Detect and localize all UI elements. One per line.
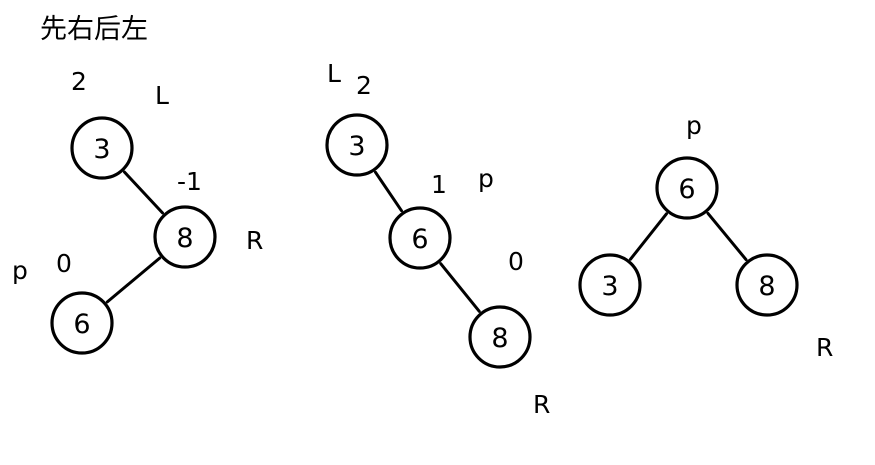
label-b-R: R bbox=[533, 390, 550, 419]
node-value: 3 bbox=[601, 271, 618, 302]
label-b-bf-8: 0 bbox=[508, 247, 524, 276]
edge-a3-a8 bbox=[123, 170, 164, 215]
tree-node-c8: 8 bbox=[735, 253, 799, 317]
edges-layer bbox=[105, 170, 748, 313]
label-c-R: R bbox=[816, 333, 833, 362]
tree-node-b8: 8 bbox=[468, 305, 532, 369]
node-circle bbox=[70, 116, 134, 180]
node-value: 3 bbox=[93, 134, 110, 165]
node-circle bbox=[468, 305, 532, 369]
tree-node-a3: 3 bbox=[70, 116, 134, 180]
label-a-R: R bbox=[246, 226, 263, 255]
label-b-bf-3: 2 bbox=[356, 71, 372, 100]
node-circle bbox=[153, 205, 217, 269]
label-a-bf-6: 0 bbox=[56, 249, 72, 278]
tree-node-a6: 6 bbox=[50, 291, 114, 355]
node-circle bbox=[325, 113, 389, 177]
node-circle bbox=[388, 206, 452, 270]
node-value: 3 bbox=[348, 131, 365, 162]
label-a-bf-8: -1 bbox=[177, 167, 202, 196]
label-c-p: p bbox=[686, 111, 702, 140]
node-value: 6 bbox=[73, 309, 90, 340]
node-value: 8 bbox=[491, 323, 508, 354]
tree-node-c3: 3 bbox=[578, 253, 642, 317]
tree-node-a8: 8 bbox=[153, 205, 217, 269]
node-value: 8 bbox=[176, 223, 193, 254]
node-value: 8 bbox=[758, 271, 775, 302]
node-circle bbox=[50, 291, 114, 355]
label-a-L: L bbox=[155, 81, 169, 110]
node-circle bbox=[578, 253, 642, 317]
edge-c6-c8 bbox=[706, 211, 748, 262]
node-value: 6 bbox=[678, 174, 695, 205]
label-b-L: L bbox=[327, 59, 341, 88]
node-circle bbox=[655, 156, 719, 220]
node-circle bbox=[735, 253, 799, 317]
label-b-bf-6: 1 bbox=[431, 170, 447, 199]
label-a-p: p bbox=[12, 256, 28, 285]
edge-a8-a6 bbox=[105, 256, 162, 304]
tree-node-b3: 3 bbox=[325, 113, 389, 177]
edge-b6-b8 bbox=[439, 262, 481, 313]
tree-node-b6: 6 bbox=[388, 206, 452, 270]
label-a-bf-3: 2 bbox=[71, 67, 87, 96]
label-b-p: p bbox=[478, 164, 494, 193]
edge-c6-c3 bbox=[629, 212, 668, 261]
node-value: 6 bbox=[411, 224, 428, 255]
tree-node-c6: 6 bbox=[655, 156, 719, 220]
diagram-title: 先右后左 bbox=[40, 14, 148, 45]
nodes-layer: 3 8 6 3 6 8 6 3 8 bbox=[50, 113, 799, 369]
edge-b3-b6 bbox=[374, 170, 403, 213]
